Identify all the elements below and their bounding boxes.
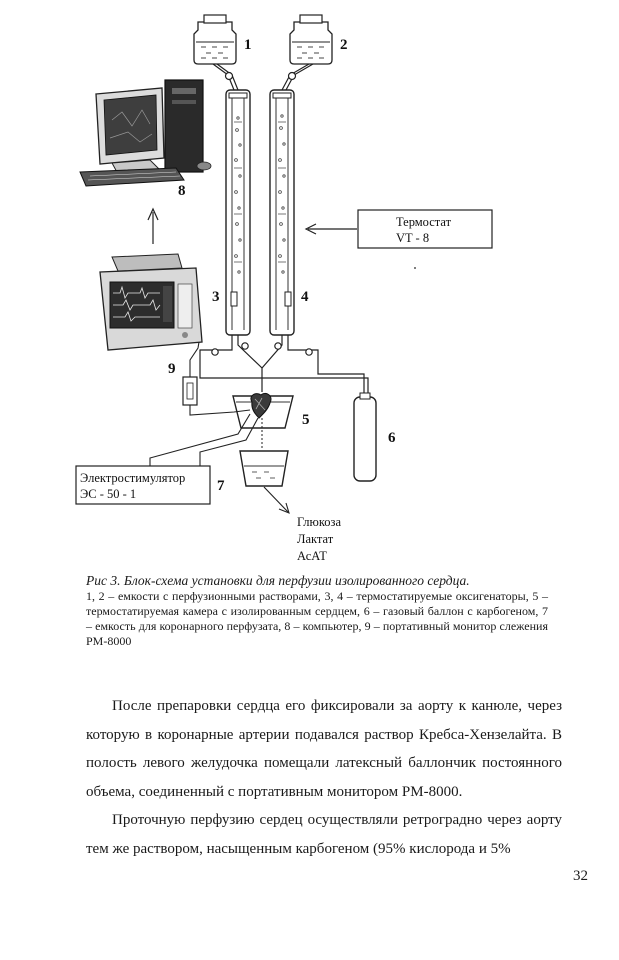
thermostat-model: VT - 8: [396, 231, 429, 245]
perfusion-setup-diagram: 1 2 3: [0, 0, 619, 580]
container-1: [194, 15, 236, 64]
oxygenator-3: [226, 90, 250, 335]
body-paragraph-1: После препаровки сердца его фиксировали …: [86, 692, 562, 806]
output-lactate: Лактат: [297, 532, 334, 546]
label-4: 4: [301, 289, 309, 305]
up-arrow: [148, 209, 158, 244]
feed-tubes: [213, 64, 313, 90]
output-glucose: Глюкоза: [297, 515, 341, 529]
label-3: 3: [212, 289, 220, 305]
caption-legend: 1, 2 – емкости с перфузионными растворам…: [86, 589, 548, 649]
oxygenator-4: [270, 90, 294, 335]
label-9: 9: [168, 361, 176, 377]
thermostat-name: Термостат: [396, 215, 452, 229]
container-2: [290, 15, 332, 64]
output-asat: АсАТ: [297, 549, 327, 563]
label-2: 2: [340, 37, 348, 53]
stimulator-box: Электростимулятор ЭС - 50 - 1: [76, 466, 210, 504]
thermostat-arrow: [306, 224, 357, 234]
gas-cylinder: [354, 393, 376, 481]
gas-and-perfusate-lines: [200, 335, 368, 395]
stimulator-model: ЭС - 50 - 1: [80, 487, 136, 501]
label-6: 6: [388, 430, 396, 446]
label-1: 1: [244, 37, 252, 53]
portable-monitor-icon: [100, 254, 202, 350]
output-arrow: [264, 487, 289, 513]
perfusate-vessel: [240, 451, 288, 486]
caption-title: Рис 3. Блок-схема установки для перфузии…: [86, 572, 548, 589]
computer-icon: [80, 80, 211, 186]
paragraph-1-text: После препаровки сердца его фиксировали …: [86, 698, 562, 800]
label-7: 7: [217, 478, 225, 494]
stimulator-name: Электростимулятор: [80, 471, 185, 485]
label-5: 5: [302, 412, 310, 428]
paragraph-2-text: Проточную перфузию сердец осуществляли р…: [86, 812, 562, 857]
label-8: 8: [178, 183, 186, 199]
thermostat-box: Термостат VT - 8: [358, 210, 492, 248]
page-number: 32: [573, 868, 588, 885]
figure-caption: Рис 3. Блок-схема установки для перфузии…: [86, 572, 548, 649]
body-paragraph-2: Проточную перфузию сердец осуществляли р…: [86, 806, 562, 863]
